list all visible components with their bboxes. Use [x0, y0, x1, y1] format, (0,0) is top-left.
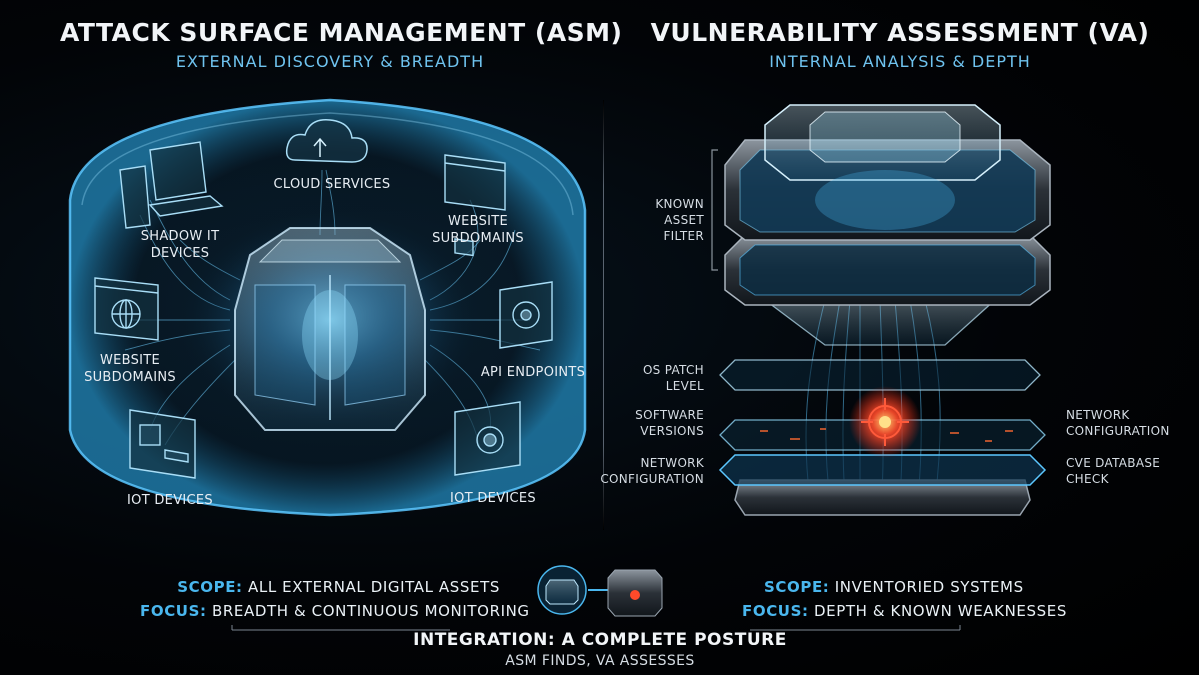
integration-icons [537, 565, 663, 617]
shadow-it-laptop-icon [119, 141, 224, 229]
asm-scope-line: SCOPE: ALL EXTERNAL DIGITAL ASSETS [160, 578, 500, 596]
va-title: VULNERABILITY ASSESSMENT (VA) [650, 18, 1150, 47]
iot-devices-left-icon [129, 409, 196, 479]
asm-focus-line: FOCUS: BREADTH & CONTINUOUS MONITORING [140, 602, 529, 620]
website-subdomains-browser-icon [444, 154, 506, 257]
target-crosshair-icon [861, 398, 909, 446]
va-stack [711, 104, 1051, 516]
iot-devices-right-icon [454, 401, 521, 476]
shadow-it-devices-label: SHADOW IT DEVICES [140, 229, 220, 261]
asm-scope-value: ALL EXTERNAL DIGITAL ASSETS [242, 578, 500, 596]
va-focus-key: FOCUS: [742, 602, 809, 620]
iot-devices-right-label: IOT DEVICES [450, 491, 536, 506]
va-subtitle: INTERNAL ANALYSIS & DEPTH [769, 52, 1031, 71]
integration-subtitle: ASM FINDS, VA ASSESSES [505, 653, 695, 669]
website-subdomains-left-label: WEBSITE SUBDOMAINS [84, 353, 176, 385]
os-patch-level-label: OS PATCH LEVEL [642, 363, 704, 393]
integration-title: INTEGRATION: A COMPLETE POSTURE [413, 630, 787, 650]
asm-core-cube [180, 210, 480, 431]
asm-focus-key: FOCUS: [140, 602, 207, 620]
cve-database-check-label: CVE DATABASE CHECK [1066, 456, 1161, 486]
api-endpoints-label: API ENDPOINTS [480, 365, 586, 380]
iot-devices-left-label: IOT DEVICES [127, 493, 213, 508]
software-versions-label: SOFTWARE VERSIONS [635, 408, 704, 438]
known-asset-filter-label: KNOWN ASSET FILTER [655, 197, 704, 243]
cloud-services-icon [285, 119, 368, 163]
website-subdomains-globe-icon [94, 277, 159, 341]
section-divider [603, 100, 604, 530]
va-focus-line: FOCUS: DEPTH & KNOWN WEAKNESSES [742, 602, 1072, 620]
network-configuration-right-label: NETWORK CONFIGURATION [1066, 408, 1170, 438]
website-subdomains-top-label: WEBSITE SUBDOMAINS [432, 214, 524, 246]
va-scope-key: SCOPE: [764, 578, 830, 596]
network-configuration-left-label: NETWORK CONFIGURATION [600, 456, 704, 486]
api-endpoints-gear-icon [499, 281, 553, 349]
va-focus-value: DEPTH & KNOWN WEAKNESSES [808, 602, 1067, 620]
asm-focus-value: BREADTH & CONTINUOUS MONITORING [206, 602, 530, 620]
asm-scope-key: SCOPE: [177, 578, 243, 596]
va-scope-value: INVENTORIED SYSTEMS [829, 578, 1024, 596]
cloud-services-label: CLOUD SERVICES [273, 177, 391, 192]
asm-subtitle: EXTERNAL DISCOVERY & BREADTH [175, 52, 485, 71]
asm-title: ATTACK SURFACE MANAGEMENT (ASM) [60, 18, 623, 47]
va-scope-line: SCOPE: INVENTORIED SYSTEMS [742, 578, 1072, 596]
